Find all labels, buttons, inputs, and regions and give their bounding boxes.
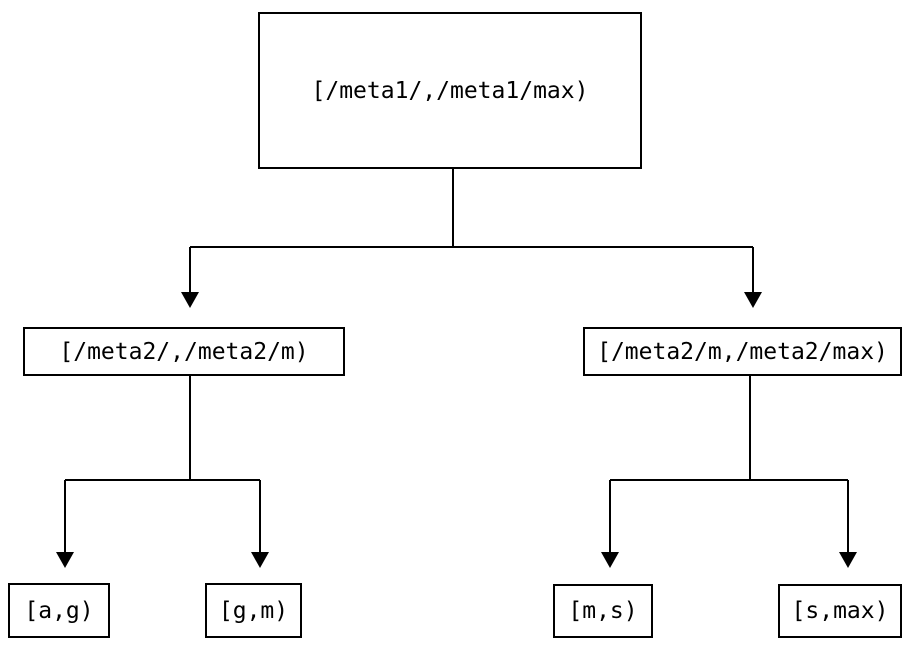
arrowhead-leaf-smax-icon: [839, 552, 857, 568]
node-leaf-gm-label: [g,m): [218, 597, 289, 624]
node-leaf-gm: [g,m): [205, 583, 302, 638]
arrowhead-leaf-ms-icon: [601, 552, 619, 568]
node-meta2-left: [/meta2/,/meta2/m): [23, 327, 345, 376]
node-root-label: [/meta1/,/meta1/max): [311, 77, 589, 104]
node-leaf-ag-label: [a,g): [24, 597, 94, 624]
node-leaf-smax-label: [s,max): [791, 598, 889, 624]
node-root: [/meta1/,/meta1/max): [258, 12, 642, 169]
node-leaf-ms-label: [m,s): [568, 598, 638, 624]
node-meta2-right-label: [/meta2/m,/meta2/max): [597, 338, 888, 365]
node-meta2-left-label: [/meta2/,/meta2/m): [59, 338, 309, 365]
arrowhead-leaf-ag-icon: [56, 552, 74, 568]
arrowhead-left-branch-icon: [181, 292, 199, 308]
arrowhead-leaf-gm-icon: [251, 552, 269, 568]
node-leaf-smax: [s,max): [778, 584, 902, 638]
node-leaf-ag: [a,g): [8, 583, 110, 638]
arrowhead-right-branch-icon: [744, 292, 762, 308]
node-leaf-ms: [m,s): [553, 584, 653, 638]
node-meta2-right: [/meta2/m,/meta2/max): [583, 327, 902, 376]
